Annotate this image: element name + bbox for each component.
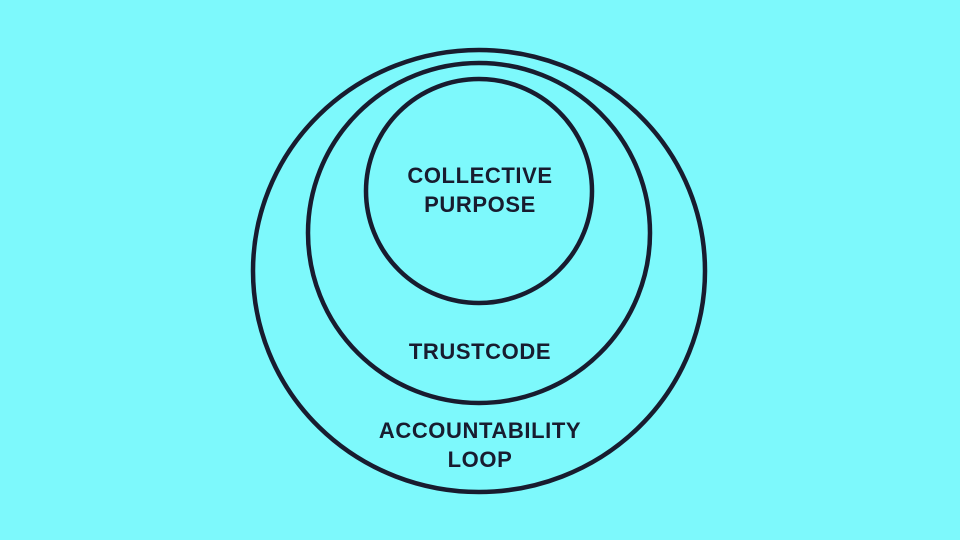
middle-ring-label: TRUSTCODE [0, 337, 960, 366]
outer-ring-label-line2: LOOP [447, 447, 513, 472]
inner-ring-label-line1: COLLECTIVE [407, 163, 553, 188]
inner-ring-circle [363, 76, 595, 306]
outer-ring-label: ACCOUNTABILITY LOOP [0, 416, 960, 474]
middle-ring-label-line1: TRUSTCODE [408, 339, 552, 364]
outer-ring-circle [250, 47, 708, 495]
inner-ring-label-line2: PURPOSE [424, 192, 536, 217]
outer-ring-label-line1: ACCOUNTABILITY [378, 418, 582, 443]
inner-ring-label: COLLECTIVE PURPOSE [0, 161, 960, 219]
middle-ring-circle [305, 60, 653, 406]
